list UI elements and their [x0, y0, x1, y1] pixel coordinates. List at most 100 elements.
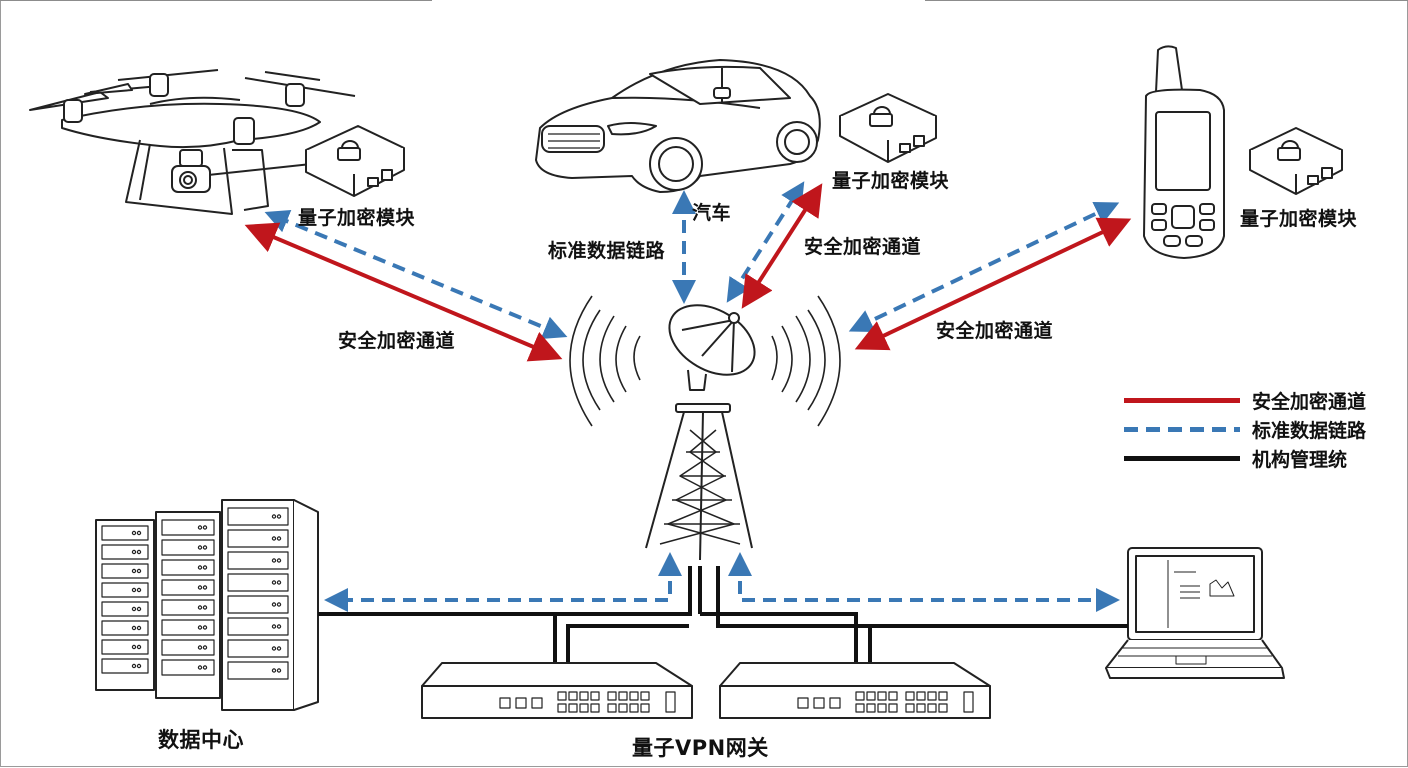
- server-slot-icon: [161, 579, 215, 596]
- console-port-icon: [963, 691, 974, 713]
- server-slot-icon: [227, 617, 289, 636]
- server-slot-icon: [161, 639, 215, 656]
- handheld-secure-channel-label: 安全加密通道: [936, 320, 1054, 342]
- secure-channel-car: [741, 183, 823, 309]
- ethernet-port-icon: [590, 691, 600, 701]
- server-slot-icon: [227, 507, 289, 526]
- server-slot-icon: [161, 559, 215, 576]
- ethernet-port-icon: [568, 691, 578, 701]
- server-slot-icon: [227, 661, 289, 680]
- server-slot-icon: [227, 529, 289, 548]
- ethernet-port-icon: [590, 703, 600, 713]
- server-slot-icon: [161, 599, 215, 616]
- standard-link-laptop: [728, 552, 1120, 612]
- server-led-icon: [202, 605, 208, 610]
- server-led-icon: [202, 565, 208, 570]
- uplink-port-icon: [797, 697, 809, 709]
- management-line: [566, 624, 689, 662]
- management-line: [716, 566, 1128, 628]
- car-secure-channel-label: 安全加密通道: [804, 236, 922, 258]
- server-slot-icon: [227, 595, 289, 614]
- ethernet-port-icon: [568, 703, 578, 713]
- uplink-port-icon: [813, 697, 825, 709]
- vpn-gateway-switch-icon: [719, 662, 991, 719]
- ethernet-port-icon: [579, 691, 589, 701]
- drone-icon: [29, 69, 356, 215]
- server-led-icon: [136, 549, 142, 555]
- management-line: [318, 566, 692, 616]
- ethernet-port-icon: [866, 691, 876, 701]
- server-slot-icon: [161, 619, 215, 636]
- server-led-icon: [131, 530, 137, 536]
- server-led-icon: [202, 665, 208, 670]
- server-slot-icon: [101, 658, 149, 674]
- vpn-gateway-switch-icon: [421, 662, 693, 719]
- quantum-encryption-module-icon: [839, 93, 937, 163]
- server-led-icon: [131, 625, 137, 631]
- ethernet-port-icon: [916, 691, 926, 701]
- ethernet-port-icon: [905, 703, 915, 713]
- ethernet-port-icon: [877, 703, 887, 713]
- server-led-icon: [271, 580, 277, 585]
- server-led-icon: [202, 545, 208, 550]
- legend-item-management: 机构管理统: [1124, 444, 1366, 473]
- console-port-icon: [665, 691, 676, 713]
- server-led-icon: [271, 514, 277, 519]
- server-led-icon: [276, 580, 282, 585]
- car-module-label: 量子加密模块: [832, 170, 950, 192]
- ethernet-port-icon: [607, 703, 617, 713]
- car-label: 汽车: [692, 202, 732, 224]
- server-slot-icon: [101, 601, 149, 617]
- ethernet-port-icon: [557, 691, 567, 701]
- server-led-icon: [136, 644, 142, 650]
- server-led-icon: [202, 585, 208, 590]
- server-slot-icon: [101, 620, 149, 636]
- server-led-icon: [131, 549, 137, 555]
- server-led-icon: [271, 558, 277, 563]
- server-led-icon: [271, 536, 277, 541]
- server-led-icon: [276, 602, 282, 607]
- server-led-icon: [271, 668, 277, 673]
- server-led-icon: [131, 606, 137, 612]
- radio-waves-left-icon: [569, 295, 641, 427]
- data-center-servers-icon: [95, 499, 319, 711]
- handheld-module-label: 量子加密模块: [1240, 208, 1358, 230]
- ethernet-port-icon: [877, 691, 887, 701]
- datacenter-label: 数据中心: [158, 728, 244, 752]
- uplink-port-icon: [499, 697, 511, 709]
- server-slot-icon: [101, 639, 149, 655]
- server-slot-icon: [101, 582, 149, 598]
- server-slot-icon: [101, 525, 149, 541]
- server-led-icon: [271, 602, 277, 607]
- ethernet-port-icon: [927, 703, 937, 713]
- management-lines: [318, 566, 1128, 662]
- server-led-icon: [131, 644, 137, 650]
- black-line-icon: [1124, 456, 1240, 461]
- blue-dashed-line-icon: [1124, 427, 1240, 432]
- server-led-icon: [197, 525, 203, 530]
- ethernet-port-icon: [618, 691, 628, 701]
- server-slot-icon: [227, 551, 289, 570]
- quantum-encryption-module-icon: [1249, 127, 1343, 195]
- ethernet-port-icon: [579, 703, 589, 713]
- legend-label: 安全加密通道: [1252, 391, 1367, 413]
- server-slot-icon: [101, 563, 149, 579]
- satellite-dish-tower-icon: [569, 295, 841, 561]
- server-led-icon: [202, 525, 208, 530]
- ethernet-port-icon: [938, 703, 948, 713]
- management-line: [700, 612, 858, 662]
- server-slot-icon: [161, 519, 215, 536]
- ethernet-port-icon: [640, 703, 650, 713]
- ethernet-port-icon: [888, 703, 898, 713]
- uplink-port-icon: [515, 697, 527, 709]
- server-led-icon: [197, 645, 203, 650]
- legend-label: 机构管理统: [1252, 449, 1348, 471]
- server-led-icon: [276, 624, 282, 629]
- ethernet-port-icon: [888, 691, 898, 701]
- ethernet-port-icon: [916, 703, 926, 713]
- ethernet-port-icon: [607, 691, 617, 701]
- server-led-icon: [136, 530, 142, 536]
- server-slot-icon: [101, 544, 149, 560]
- secure-channel-drone: [244, 222, 563, 362]
- frame-edge: [0, 0, 432, 1]
